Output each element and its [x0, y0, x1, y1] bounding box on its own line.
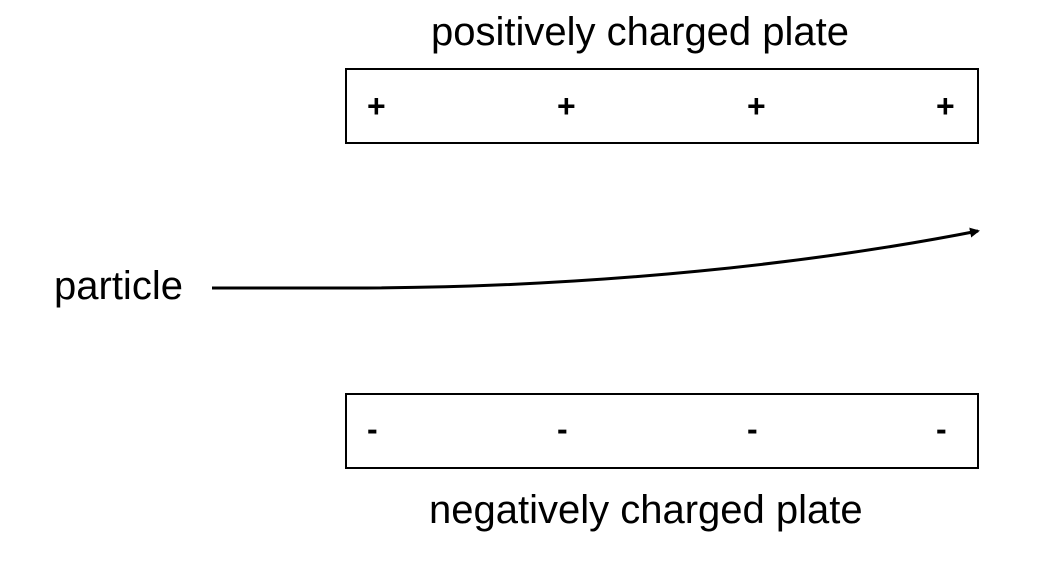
negative-charge-sign: -	[936, 411, 947, 447]
negative-charge-sign: -	[747, 411, 758, 447]
negative-plate-label: negatively charged plate	[429, 488, 863, 532]
negative-charge-sign: -	[557, 411, 568, 447]
negative-charge-sign: -	[367, 411, 378, 447]
positive-charge-sign: +	[367, 88, 386, 124]
positive-charge-sign: +	[747, 88, 766, 124]
particle-label: particle	[54, 264, 183, 308]
positive-plate: + + + +	[345, 68, 979, 144]
positive-charge-sign: +	[557, 88, 576, 124]
negative-plate: - - - -	[345, 393, 979, 469]
positive-plate-label: positively charged plate	[431, 10, 850, 54]
trajectory-path	[212, 227, 980, 290]
positive-charge-sign: +	[936, 88, 955, 124]
